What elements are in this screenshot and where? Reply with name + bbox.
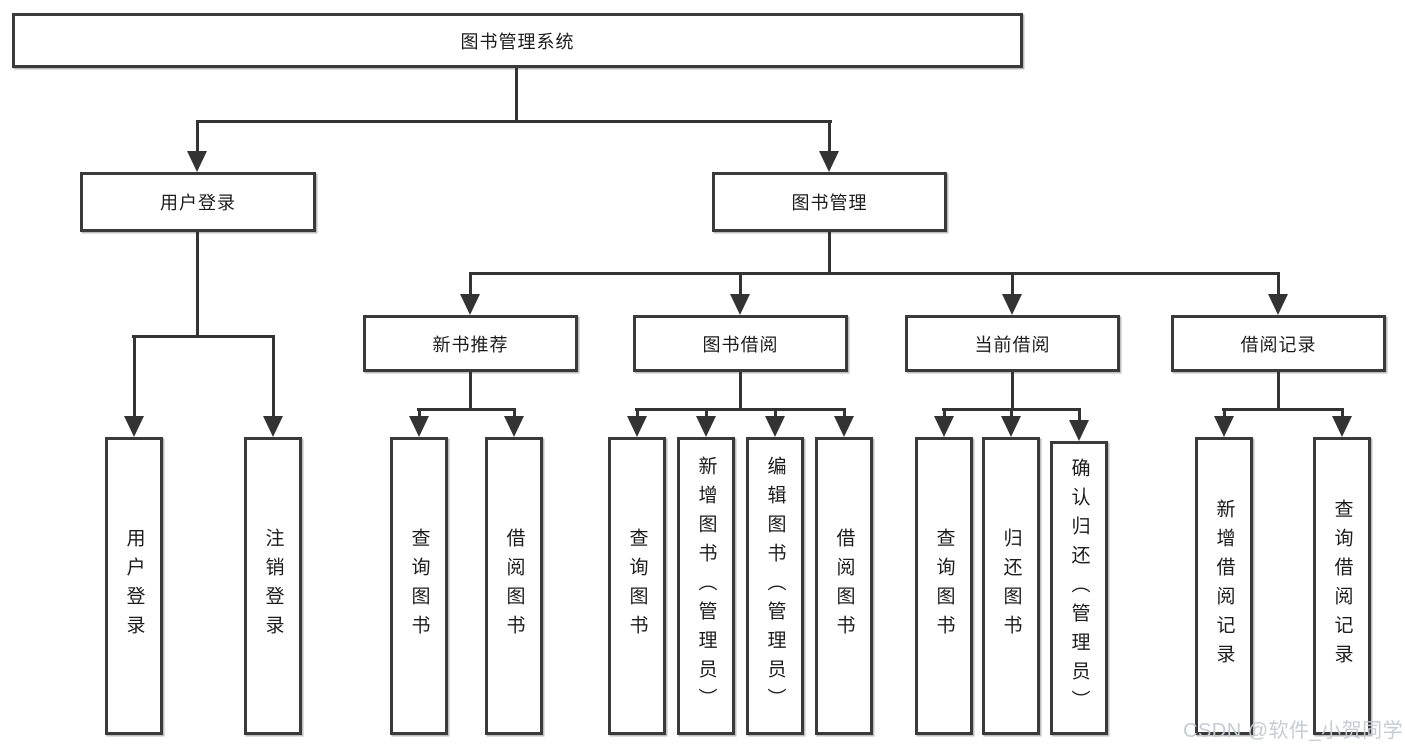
connector-arrow-borrow-records — [1268, 274, 1288, 315]
node-book-management-label: 图书管理 — [791, 193, 868, 213]
connector-cb-hbar — [942, 408, 1081, 411]
connector-nb-stem — [469, 372, 472, 410]
connector-br-stem — [1277, 372, 1280, 410]
node-br-add-record: 新增借阅记录 — [1195, 437, 1253, 735]
node-br-add-record-label: 新增借阅记录 — [1213, 499, 1235, 673]
connector-arrow-bb-edit — [765, 410, 785, 437]
node-borrow-records: 借阅记录 — [1171, 315, 1386, 372]
watermark: CSDN @软件_小贺同学 — [1183, 720, 1404, 742]
node-bb-borrow-books: 借阅图书 — [815, 437, 873, 735]
connector-root-stem — [515, 68, 518, 122]
node-br-query-record: 查询借阅记录 — [1313, 437, 1371, 735]
connector-br-hbar — [1222, 408, 1344, 411]
connector-bookmgmt-hbar — [469, 272, 1280, 275]
node-br-query-record-label: 查询借阅记录 — [1331, 499, 1353, 673]
node-bb-query-books: 查询图书 — [608, 437, 666, 735]
node-nb-borrow-books-label: 借阅图书 — [503, 528, 525, 644]
node-cb-query-books: 查询图书 — [915, 437, 973, 735]
node-current-borrow: 当前借阅 — [905, 315, 1120, 372]
node-bb-add-books-admin-label: 新增图书（管理员） — [695, 455, 717, 717]
node-root: 图书管理系统 — [12, 13, 1023, 68]
node-logout: 注销登录 — [244, 437, 302, 735]
node-login-label: 用户登录 — [123, 528, 145, 644]
connector-arrow-bb-add — [696, 410, 716, 437]
node-logout-label: 注销登录 — [262, 528, 284, 644]
connector-bookmgmt-stem — [828, 232, 831, 274]
node-user-login: 用户登录 — [80, 172, 316, 232]
node-nb-query-books-label: 查询图书 — [408, 528, 430, 644]
node-login: 用户登录 — [105, 437, 163, 735]
node-current-borrow-label: 当前借阅 — [974, 334, 1051, 355]
node-bb-borrow-books-label: 借阅图书 — [833, 528, 855, 644]
node-book-borrow: 图书借阅 — [633, 315, 848, 372]
connector-arrow-new-book-recommend — [460, 274, 480, 315]
node-bb-edit-books-admin: 编辑图书（管理员） — [746, 437, 804, 735]
node-cb-confirm-return-admin-label: 确认归还（管理员） — [1068, 457, 1090, 719]
connector-userlogin-stem — [196, 232, 199, 337]
node-borrow-records-label: 借阅记录 — [1240, 334, 1317, 355]
connector-arrow-cb-return — [1001, 410, 1021, 437]
connector-arrow-br-add — [1214, 410, 1234, 437]
connector-userlogin-hbar — [132, 335, 275, 338]
node-cb-confirm-return-admin: 确认归还（管理员） — [1050, 441, 1108, 735]
node-user-login-label: 用户登录 — [160, 193, 236, 213]
node-book-borrow-label: 图书借阅 — [702, 334, 779, 355]
connector-arrow-br-query — [1332, 410, 1352, 437]
connector-nb-hbar — [417, 408, 516, 411]
connector-arrow-book-management — [819, 121, 839, 172]
node-cb-return-books: 归还图书 — [982, 437, 1040, 735]
node-cb-query-books-label: 查询图书 — [933, 528, 955, 644]
connector-arrow-current-borrow — [1002, 274, 1022, 315]
connector-bb-stem — [739, 372, 742, 410]
connector-arrow-bb-borrow — [834, 410, 854, 437]
connector-arrow-logout — [263, 337, 283, 437]
node-nb-query-books: 查询图书 — [390, 437, 448, 735]
node-cb-return-books-label: 归还图书 — [1000, 528, 1022, 644]
node-new-book-recommend: 新书推荐 — [363, 315, 578, 372]
connector-arrow-nb-query — [409, 410, 429, 437]
connector-arrow-book-borrow — [730, 274, 750, 315]
node-bb-query-books-label: 查询图书 — [626, 528, 648, 644]
connector-bb-hbar — [635, 408, 846, 411]
connector-arrow-bb-query — [627, 410, 647, 437]
connector-arrow-login — [124, 337, 144, 437]
connector-arrow-cb-query — [934, 410, 954, 437]
node-nb-borrow-books: 借阅图书 — [485, 437, 543, 735]
node-bb-edit-books-admin-label: 编辑图书（管理员） — [764, 455, 786, 717]
node-root-label: 图书管理系统 — [460, 31, 575, 52]
connector-cb-stem — [1011, 372, 1014, 410]
node-new-book-recommend-label: 新书推荐 — [432, 334, 509, 355]
connector-arrow-user-login — [187, 121, 207, 172]
node-book-management: 图书管理 — [712, 172, 947, 232]
connector-arrow-cb-confirm — [1069, 410, 1089, 441]
connector-root-hbar — [196, 120, 832, 123]
connector-arrow-nb-borrow — [504, 410, 524, 437]
node-bb-add-books-admin: 新增图书（管理员） — [677, 437, 735, 735]
